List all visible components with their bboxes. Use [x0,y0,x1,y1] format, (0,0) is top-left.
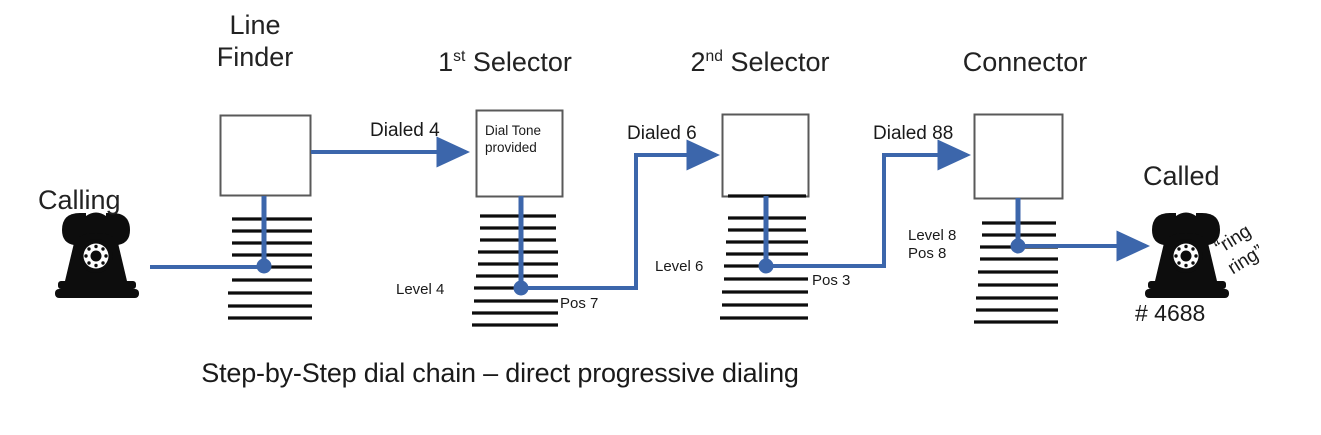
stage-heading-connector: Connector [930,47,1120,79]
contact-bank-first-selector [472,214,558,327]
stage-heading-line-finder-l1: Line [229,10,281,40]
caption-called: Called [1143,161,1220,191]
edge-label-dialed-4: Dialed 4 [370,120,440,141]
level-label-second-selector: Level 6 [655,258,704,275]
stage-heading-second-selector-word: Selector [730,47,830,77]
rotary-telephone-icon-calling [55,212,139,298]
stage-heading-first-selector-word: Selector [472,47,572,77]
stage-heading-line-finder: Line Finder [180,10,330,74]
switch-box-connector [973,113,1064,200]
stage-heading-second-selector-sup: nd [705,48,723,65]
switch-box-first-selector [475,109,564,198]
switch-box-line-finder [219,114,312,197]
pos-label-first-selector: Pos 7 [560,295,599,312]
stage-heading-second-selector-num: 2 [690,47,706,77]
called-number: # 4688 [1135,300,1206,326]
caption-calling: Calling [38,185,121,215]
bank-node-line-finder [256,258,272,274]
pos-label-second-selector: Pos 3 [812,272,851,289]
wire-dialed-6 [521,139,720,290]
stage-heading-first-selector: 1st Selector [410,47,600,79]
rotary-telephone-icon-called [1145,212,1229,298]
wire-dialed-88 [766,139,971,268]
level-label-connector: Level 8 [908,227,957,244]
level-label-first-selector: Level 4 [396,281,445,298]
stage-heading-connector-word: Connector [962,47,1088,77]
stage-heading-first-selector-sup: st [453,48,466,65]
stage-heading-line-finder-l2: Finder [216,41,294,72]
edge-label-dialed-6: Dialed 6 [627,123,697,144]
diagram-caption: Step-by-Step dial chain – direct progres… [201,358,799,388]
edge-label-dialed-88: Dialed 88 [873,123,954,144]
box-text-first-selector: Dial Tone provided [485,122,557,157]
level-pos-label-connector: Level 8 Pos 8 [908,227,956,264]
box-text-first-selector-l2: provided [485,140,537,156]
pos-label-connector: Pos 8 [908,245,947,263]
switch-box-second-selector [721,113,810,198]
stage-heading-first-selector-num: 1 [438,47,454,77]
stage-heading-second-selector: 2nd Selector [665,47,855,79]
box-text-first-selector-l1: Dial Tone [485,123,542,138]
